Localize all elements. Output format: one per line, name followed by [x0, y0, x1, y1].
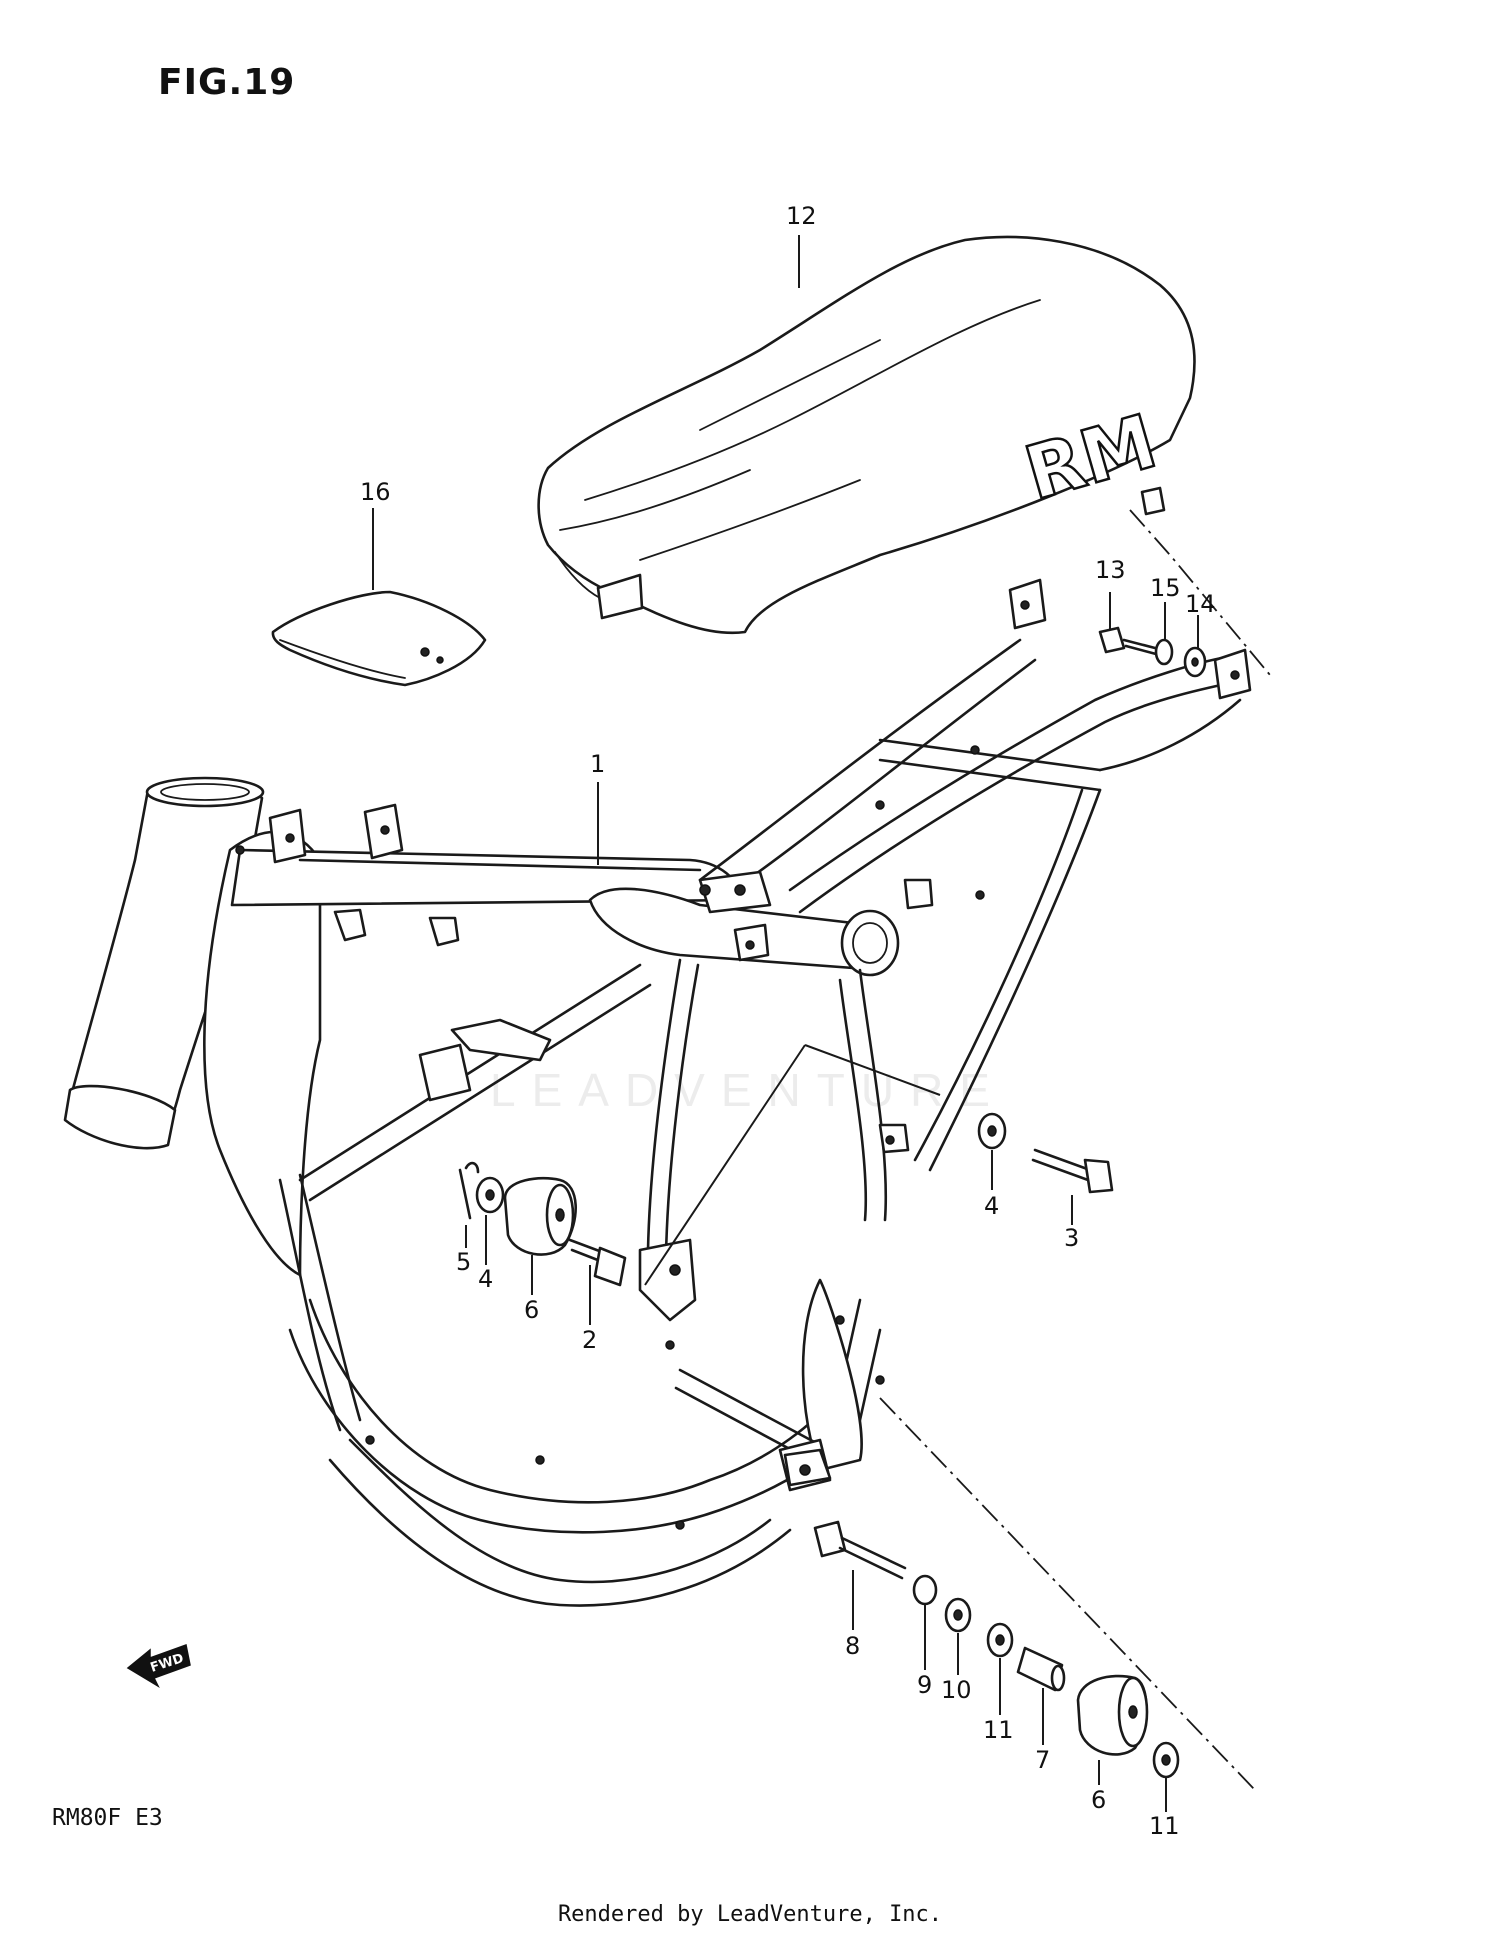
washer-10	[944, 1597, 972, 1633]
seat-pad-part	[271, 590, 487, 687]
frame-part	[63, 578, 1252, 1607]
washer-4-right	[977, 1112, 1007, 1150]
callout-8: 8	[845, 1632, 860, 1660]
callout-3: 3	[1064, 1224, 1079, 1252]
fwd-arrow-icon: FWD	[126, 1643, 191, 1688]
callout-13: 13	[1095, 556, 1126, 584]
bolt-13	[1098, 626, 1158, 656]
bolt-8	[813, 1520, 907, 1580]
pin-2	[568, 1238, 627, 1287]
callout-11-lower: 11	[1149, 1812, 1180, 1840]
washer-4-left	[475, 1176, 505, 1214]
washer-11-lower	[1152, 1741, 1180, 1779]
callout-1: 1	[590, 750, 605, 778]
callout-6-left: 6	[524, 1296, 539, 1324]
nut-9	[912, 1574, 938, 1606]
callout-6-right: 6	[1091, 1786, 1106, 1814]
callout-14: 14	[1185, 590, 1216, 618]
washer-11-upper	[986, 1622, 1014, 1658]
callout-16: 16	[360, 478, 391, 506]
collar-7	[1016, 1646, 1066, 1692]
seat-part: RM	[537, 235, 1196, 635]
model-code: RM80F E3	[52, 1805, 163, 1831]
callout-10: 10	[941, 1676, 972, 1704]
callout-12: 12	[786, 202, 817, 230]
leader-line-bracket	[804, 1044, 941, 1096]
callout-2: 2	[582, 1326, 597, 1354]
figure-title: FIG.19	[158, 62, 296, 103]
footer-credit: Rendered by LeadVenture, Inc.	[557, 1902, 943, 1927]
callout-9: 9	[917, 1671, 932, 1699]
bolt-3	[1031, 1148, 1114, 1194]
rubber-6-left	[503, 1176, 577, 1256]
callout-15: 15	[1150, 574, 1181, 602]
callout-4-left: 4	[478, 1265, 493, 1293]
callout-4-right: 4	[984, 1192, 999, 1220]
washer-15	[1154, 638, 1174, 666]
assembly-line-upper	[1129, 509, 1271, 676]
rubber-6-right	[1076, 1674, 1149, 1756]
callout-11-upper: 11	[983, 1716, 1014, 1744]
assembly-line-lower	[879, 1397, 1256, 1791]
washer-14	[1183, 646, 1207, 678]
cotter-pin-5	[458, 1161, 480, 1220]
leader-line-pin	[644, 1044, 806, 1286]
watermark: LEADVENTURE	[490, 1064, 1006, 1116]
callout-7: 7	[1035, 1746, 1050, 1774]
callout-5: 5	[456, 1248, 471, 1276]
